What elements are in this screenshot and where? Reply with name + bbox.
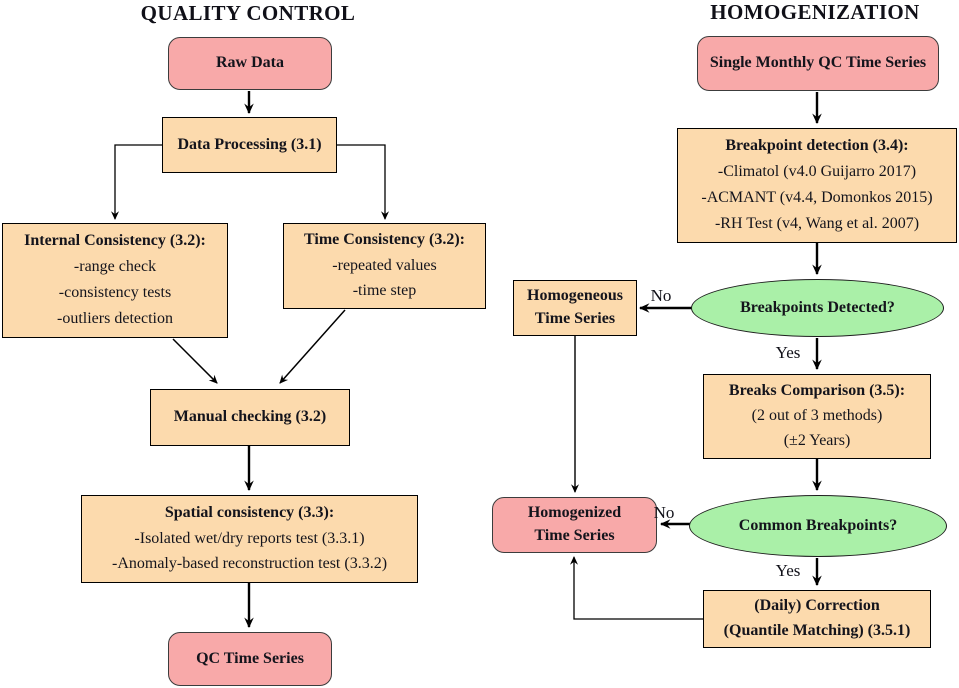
connector-processing-to-internal xyxy=(111,144,162,220)
node-spatial-consistency-item: -Anomaly-based reconstruction test (3.3.… xyxy=(111,555,388,573)
node-time-consistency-title: Time Consistency (3.2): xyxy=(303,231,466,249)
node-raw-data-label: Raw Data xyxy=(216,54,284,72)
node-qc-time-series: QC Time Series xyxy=(168,632,332,686)
node-raw-data: Raw Data xyxy=(168,37,332,90)
node-time-consistency-item: -time step xyxy=(352,281,417,299)
node-breakpoint-detection: Breakpoint detection (3.4): -Climatol (v… xyxy=(677,128,957,243)
node-homogenized-line1: Homogenized xyxy=(527,503,622,521)
node-breakpoint-detection-item: -Climatol (v4.0 Guijarro 2017) xyxy=(717,163,917,181)
qc-column-title: QUALITY CONTROL xyxy=(140,1,356,25)
node-internal-consistency-item: -consistency tests xyxy=(58,284,172,302)
node-breaks-comparison: Breaks Comparison (3.5): (2 out of 3 met… xyxy=(703,374,931,459)
node-time-consistency-item: -repeated values xyxy=(332,256,437,274)
edge-label-no-breakpoints: No xyxy=(650,286,672,305)
node-data-processing: Data Processing (3.1) xyxy=(162,117,337,173)
node-daily-correction-line1: (Daily) Correction xyxy=(754,597,880,615)
node-manual-checking-label: Manual checking (3.2) xyxy=(173,408,327,426)
node-daily-correction: (Daily) Correction (Quantile Matching) (… xyxy=(703,590,931,648)
edge-label-yes-breakpoints: Yes xyxy=(775,343,801,362)
connector-correction-to-homogenized xyxy=(570,556,703,620)
node-homogeneous-line2: Time Series xyxy=(534,310,616,328)
connector-processing-to-time xyxy=(337,144,389,220)
node-homogenized-line2: Time Series xyxy=(534,527,615,545)
node-internal-consistency: Internal Consistency (3.2): -range check… xyxy=(2,223,228,338)
node-internal-consistency-item: -outliers detection xyxy=(57,310,173,328)
node-breaks-comparison-title: Breaks Comparison (3.5): xyxy=(728,382,906,400)
node-breakpoint-detection-item: -ACMANT (v4.4, Domonkos 2015) xyxy=(701,189,933,207)
node-spatial-consistency-title: Spatial consistency (3.3): xyxy=(164,503,335,521)
node-qc-time-series-label: QC Time Series xyxy=(196,649,304,667)
node-single-monthly-qc-label: Single Monthly QC Time Series xyxy=(709,54,927,72)
node-homogeneous-line1: Homogeneous xyxy=(527,286,623,304)
decision-breakpoints-detected: Breakpoints Detected? xyxy=(691,279,944,337)
node-breaks-comparison-item: (±2 Years) xyxy=(783,432,851,450)
node-homogenized-time-series: Homogenized Time Series xyxy=(492,497,657,553)
node-internal-consistency-item: -range check xyxy=(73,258,157,276)
node-homogeneous-time-series: Homogeneous Time Series xyxy=(513,280,637,336)
node-internal-consistency-title: Internal Consistency (3.2): xyxy=(24,232,206,250)
decision-common-breakpoints: Common Breakpoints? xyxy=(689,495,947,557)
node-breaks-comparison-item: (2 out of 3 methods) xyxy=(751,407,883,425)
decision-common-breakpoints-label: Common Breakpoints? xyxy=(738,516,898,534)
arrow-internal-to-manual xyxy=(172,338,218,384)
decision-breakpoints-detected-label: Breakpoints Detected? xyxy=(740,298,895,316)
node-breakpoint-detection-title: Breakpoint detection (3.4): xyxy=(725,137,909,155)
homogenization-column-title: HOMOGENIZATION xyxy=(710,0,920,24)
edge-label-yes-common: Yes xyxy=(775,561,801,580)
node-time-consistency: Time Consistency (3.2): -repeated values… xyxy=(283,223,486,309)
node-breakpoint-detection-item: -RH Test (v4, Wang et al. 2007) xyxy=(714,215,920,233)
node-spatial-consistency: Spatial consistency (3.3): -Isolated wet… xyxy=(81,495,418,583)
node-manual-checking: Manual checking (3.2) xyxy=(150,389,350,446)
node-daily-correction-line2: (Quantile Matching) (3.5.1) xyxy=(723,621,911,639)
node-spatial-consistency-item: -Isolated wet/dry reports test (3.3.1) xyxy=(134,529,365,547)
edge-label-no-common: No xyxy=(653,503,675,522)
node-data-processing-label: Data Processing (3.1) xyxy=(177,135,322,153)
arrow-time-to-manual xyxy=(279,309,346,384)
node-single-monthly-qc: Single Monthly QC Time Series xyxy=(697,36,939,91)
